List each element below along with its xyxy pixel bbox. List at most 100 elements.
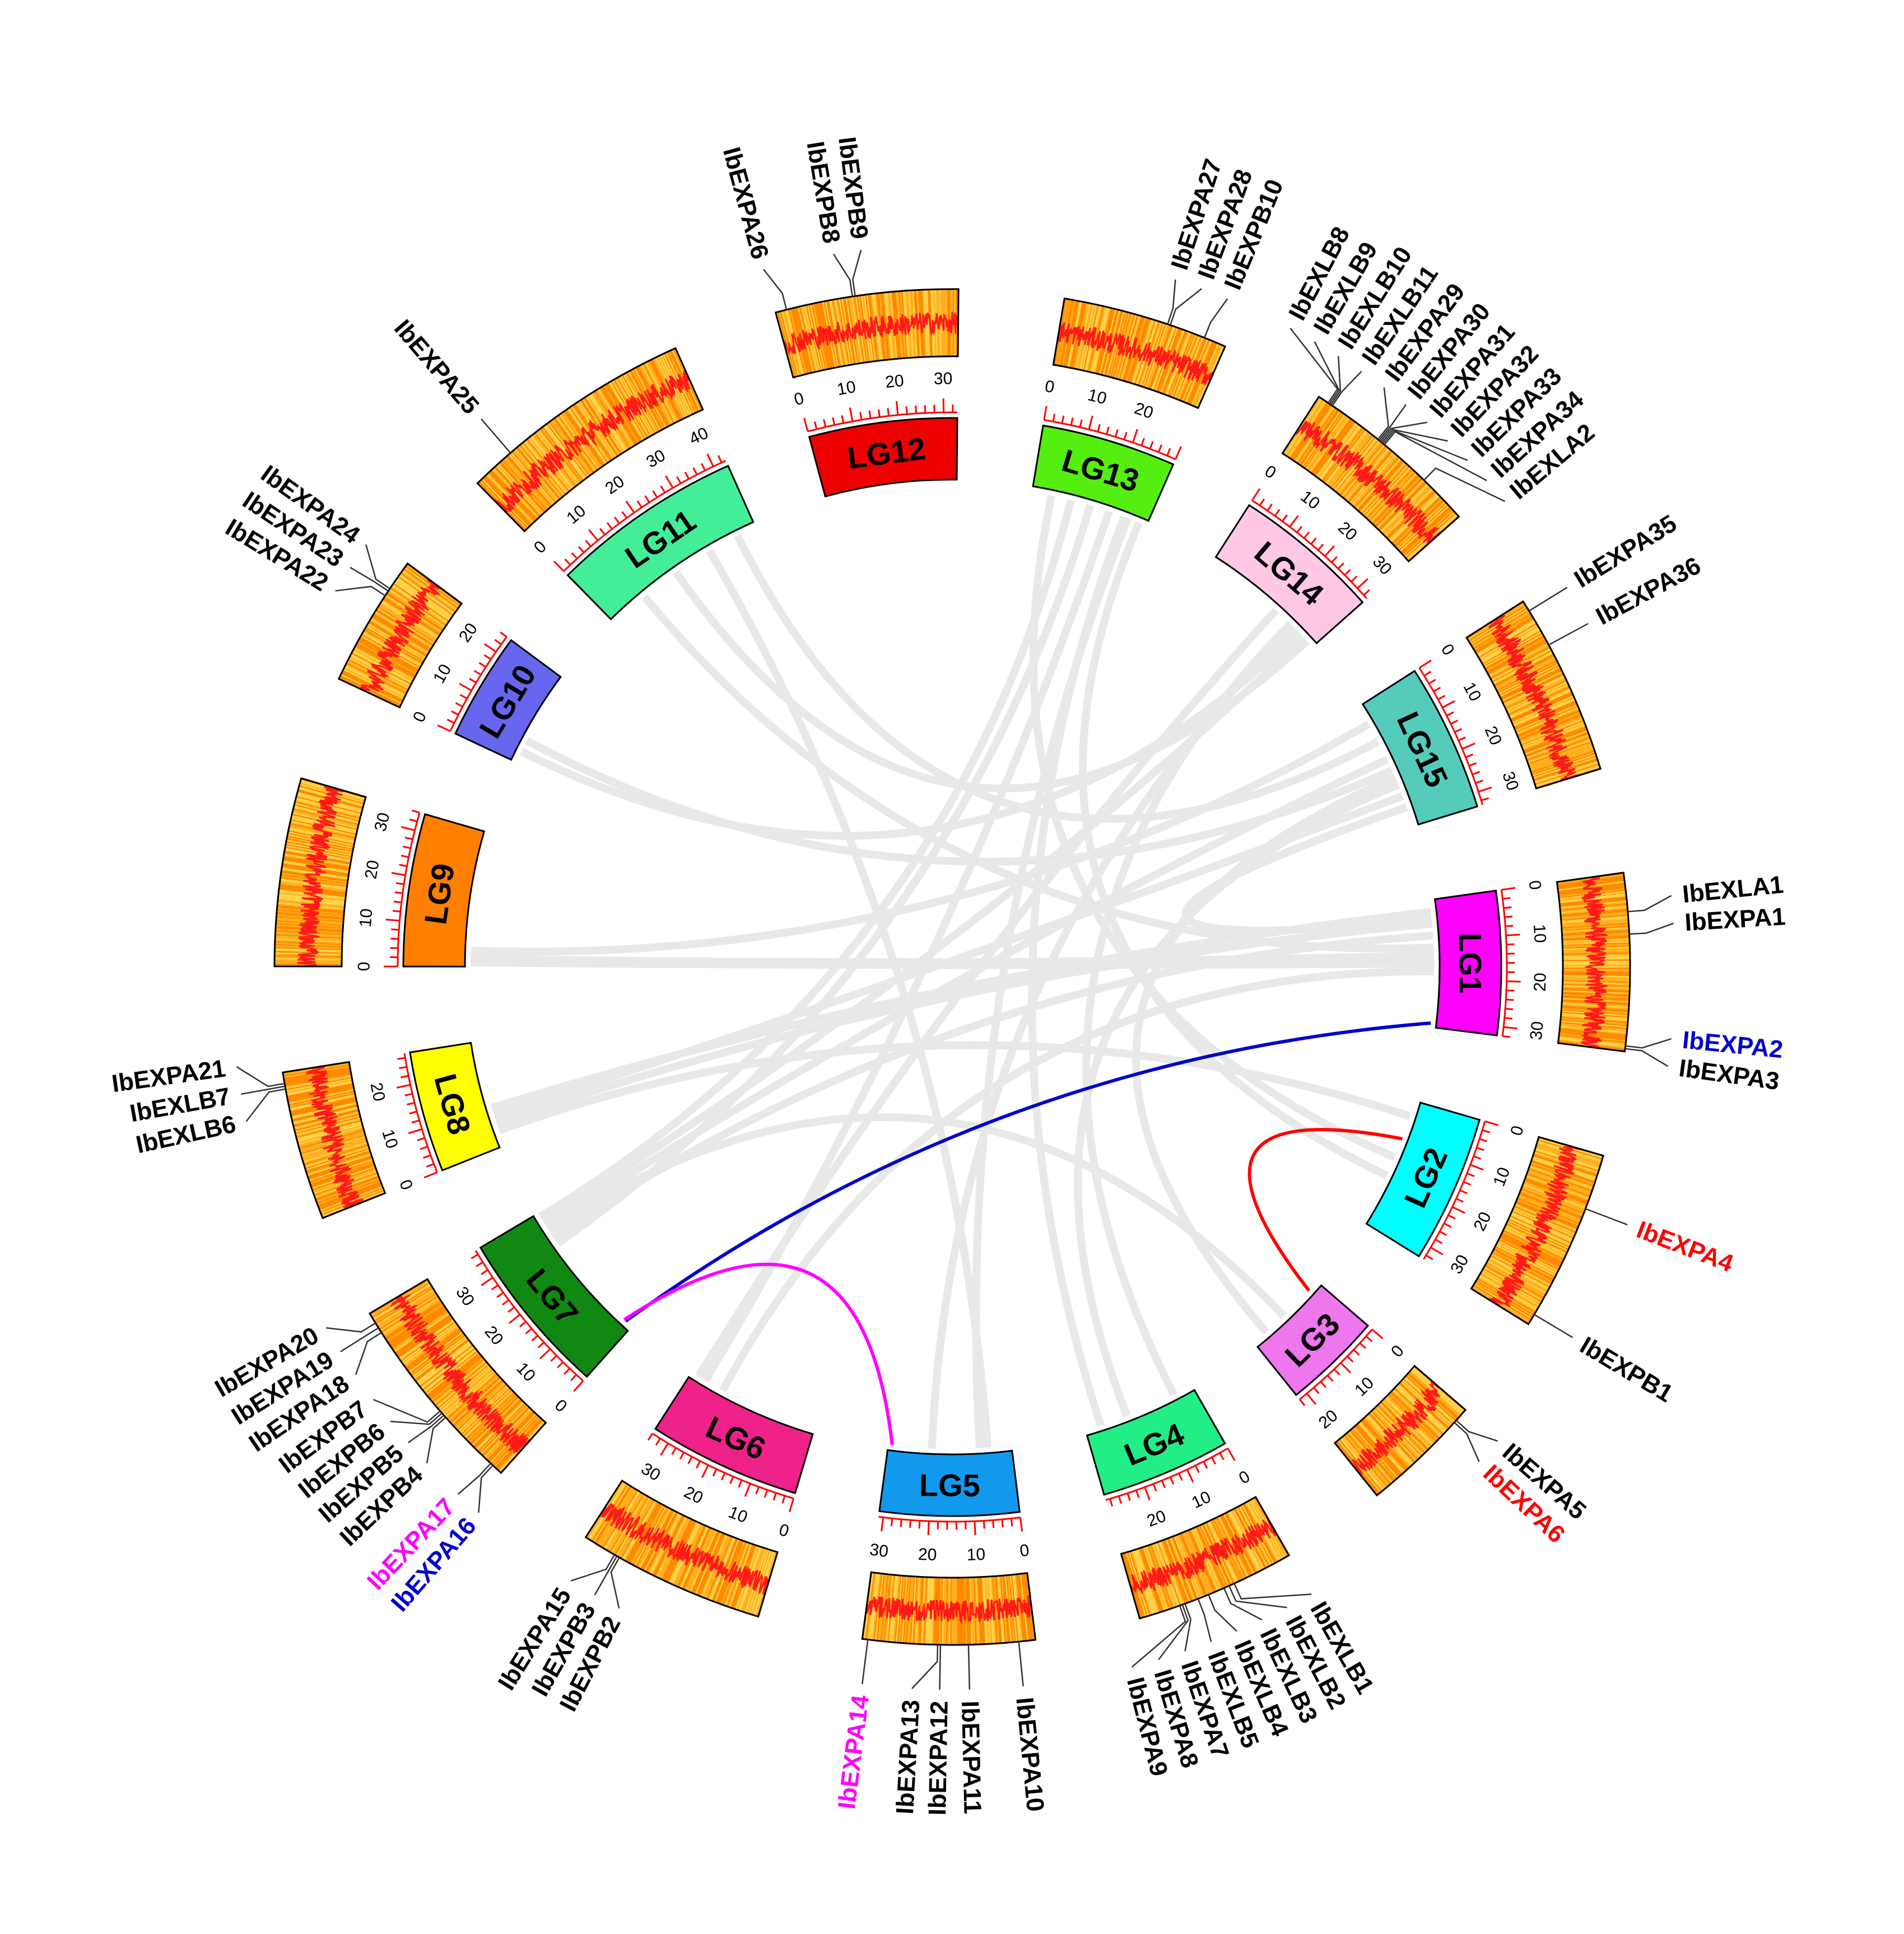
density-cell — [500, 461, 546, 513]
gene-connector — [1381, 429, 1448, 443]
gene-connector — [862, 1639, 869, 1685]
density-line — [1295, 420, 1442, 546]
density-cell — [441, 1368, 494, 1415]
tick-mark — [471, 1253, 479, 1259]
tick-mark — [992, 1520, 995, 1528]
tick-mark — [1324, 545, 1335, 557]
tick-mark — [1503, 1026, 1518, 1030]
gene-connector — [1379, 404, 1407, 441]
tick-mark — [1152, 1484, 1157, 1492]
tick-mark — [878, 409, 881, 417]
density-cell — [566, 408, 606, 466]
tick-label: 10 — [1351, 1374, 1377, 1400]
tick-mark — [571, 552, 578, 560]
density-line — [597, 1503, 769, 1595]
density-cell — [1250, 1499, 1286, 1559]
tick-mark — [1251, 488, 1261, 501]
tick-mark — [660, 1443, 669, 1456]
density-cell — [548, 421, 590, 477]
density-cell — [1318, 424, 1360, 479]
tick-label: 0 — [1261, 462, 1279, 482]
density-cell — [675, 1524, 705, 1587]
tick-axis — [1044, 419, 1176, 461]
density-cell — [414, 1338, 469, 1381]
tick-mark — [573, 1380, 584, 1392]
tick-mark — [408, 1128, 422, 1135]
tick-mark — [1149, 441, 1154, 449]
tick-mark — [1296, 526, 1303, 533]
tick-mark — [1465, 754, 1474, 759]
synteny-link — [1029, 495, 1396, 1161]
tick-mark — [1472, 771, 1481, 775]
tick-mark — [1161, 1480, 1166, 1489]
tick-label: 30 — [1369, 552, 1395, 579]
tick-mark — [887, 408, 890, 416]
density-cell — [399, 1321, 456, 1362]
tick-mark — [1481, 797, 1489, 802]
density-cell — [576, 402, 615, 459]
tick-label: 20 — [1132, 399, 1156, 422]
tick-label: 30 — [1527, 1020, 1547, 1041]
tick-mark — [404, 836, 413, 840]
synteny-links-layer — [470, 495, 1435, 1449]
density-cell — [1473, 1283, 1533, 1320]
tick-mark — [500, 631, 508, 638]
density-cell — [1407, 1372, 1459, 1419]
tick-mark — [491, 1284, 499, 1291]
tick-mark — [636, 500, 643, 508]
tick-mark — [483, 654, 492, 661]
tick-mark — [508, 1314, 521, 1324]
density-track-lg6 — [584, 1479, 779, 1618]
tick-mark — [1157, 444, 1162, 453]
density-cell — [685, 1528, 714, 1591]
tick-mark — [578, 546, 585, 554]
gene-connector — [1382, 430, 1468, 461]
tick-mark — [1347, 1355, 1354, 1363]
density-cell — [1377, 1404, 1426, 1454]
gene-connector — [426, 1416, 446, 1463]
density-track-outline — [1465, 600, 1602, 790]
gene-connector — [1208, 1594, 1237, 1632]
density-cell — [1218, 1515, 1250, 1578]
density-cell — [1310, 418, 1352, 474]
gene-marker: IbEXPA10 — [1011, 1642, 1049, 1813]
tick-mark — [1359, 1342, 1367, 1349]
tick-axis — [563, 459, 727, 572]
density-cell — [1394, 1387, 1444, 1435]
density-cell — [1509, 1216, 1571, 1246]
density-line — [1129, 1516, 1277, 1594]
density-cell — [657, 1517, 688, 1578]
tick-mark — [1469, 762, 1477, 767]
density-cell — [481, 478, 530, 528]
density-cell — [399, 1319, 455, 1361]
tick-mark — [1351, 575, 1358, 583]
tick-mark — [660, 485, 666, 494]
tick-mark — [1418, 659, 1432, 669]
tick-mark — [1140, 438, 1145, 446]
tick-label: 0 — [1019, 1541, 1031, 1561]
tick-mark — [1088, 415, 1093, 430]
tick-mark — [905, 406, 908, 415]
tick-mark — [391, 928, 399, 931]
density-cell — [480, 478, 529, 529]
density-cell — [348, 657, 409, 690]
density-cell — [1527, 739, 1592, 764]
tick-mark — [1463, 1181, 1472, 1186]
density-track-outline — [1556, 871, 1631, 1053]
gene-connector — [390, 1412, 443, 1425]
density-cell — [544, 424, 586, 480]
synteny-link — [719, 967, 1435, 1393]
density-cell — [1367, 469, 1414, 520]
gene-connector — [478, 1465, 494, 1513]
tick-mark — [393, 900, 402, 904]
density-track-outline — [1281, 396, 1460, 562]
density-cell — [1521, 722, 1585, 749]
tick-label: 30 — [1447, 1252, 1472, 1277]
density-track-lg3 — [1333, 1364, 1467, 1497]
density-cell — [1510, 1214, 1572, 1243]
tick-mark — [564, 1368, 570, 1375]
synteny-link — [695, 607, 1279, 1379]
gene-label: IbEXPA11 — [956, 1700, 986, 1814]
